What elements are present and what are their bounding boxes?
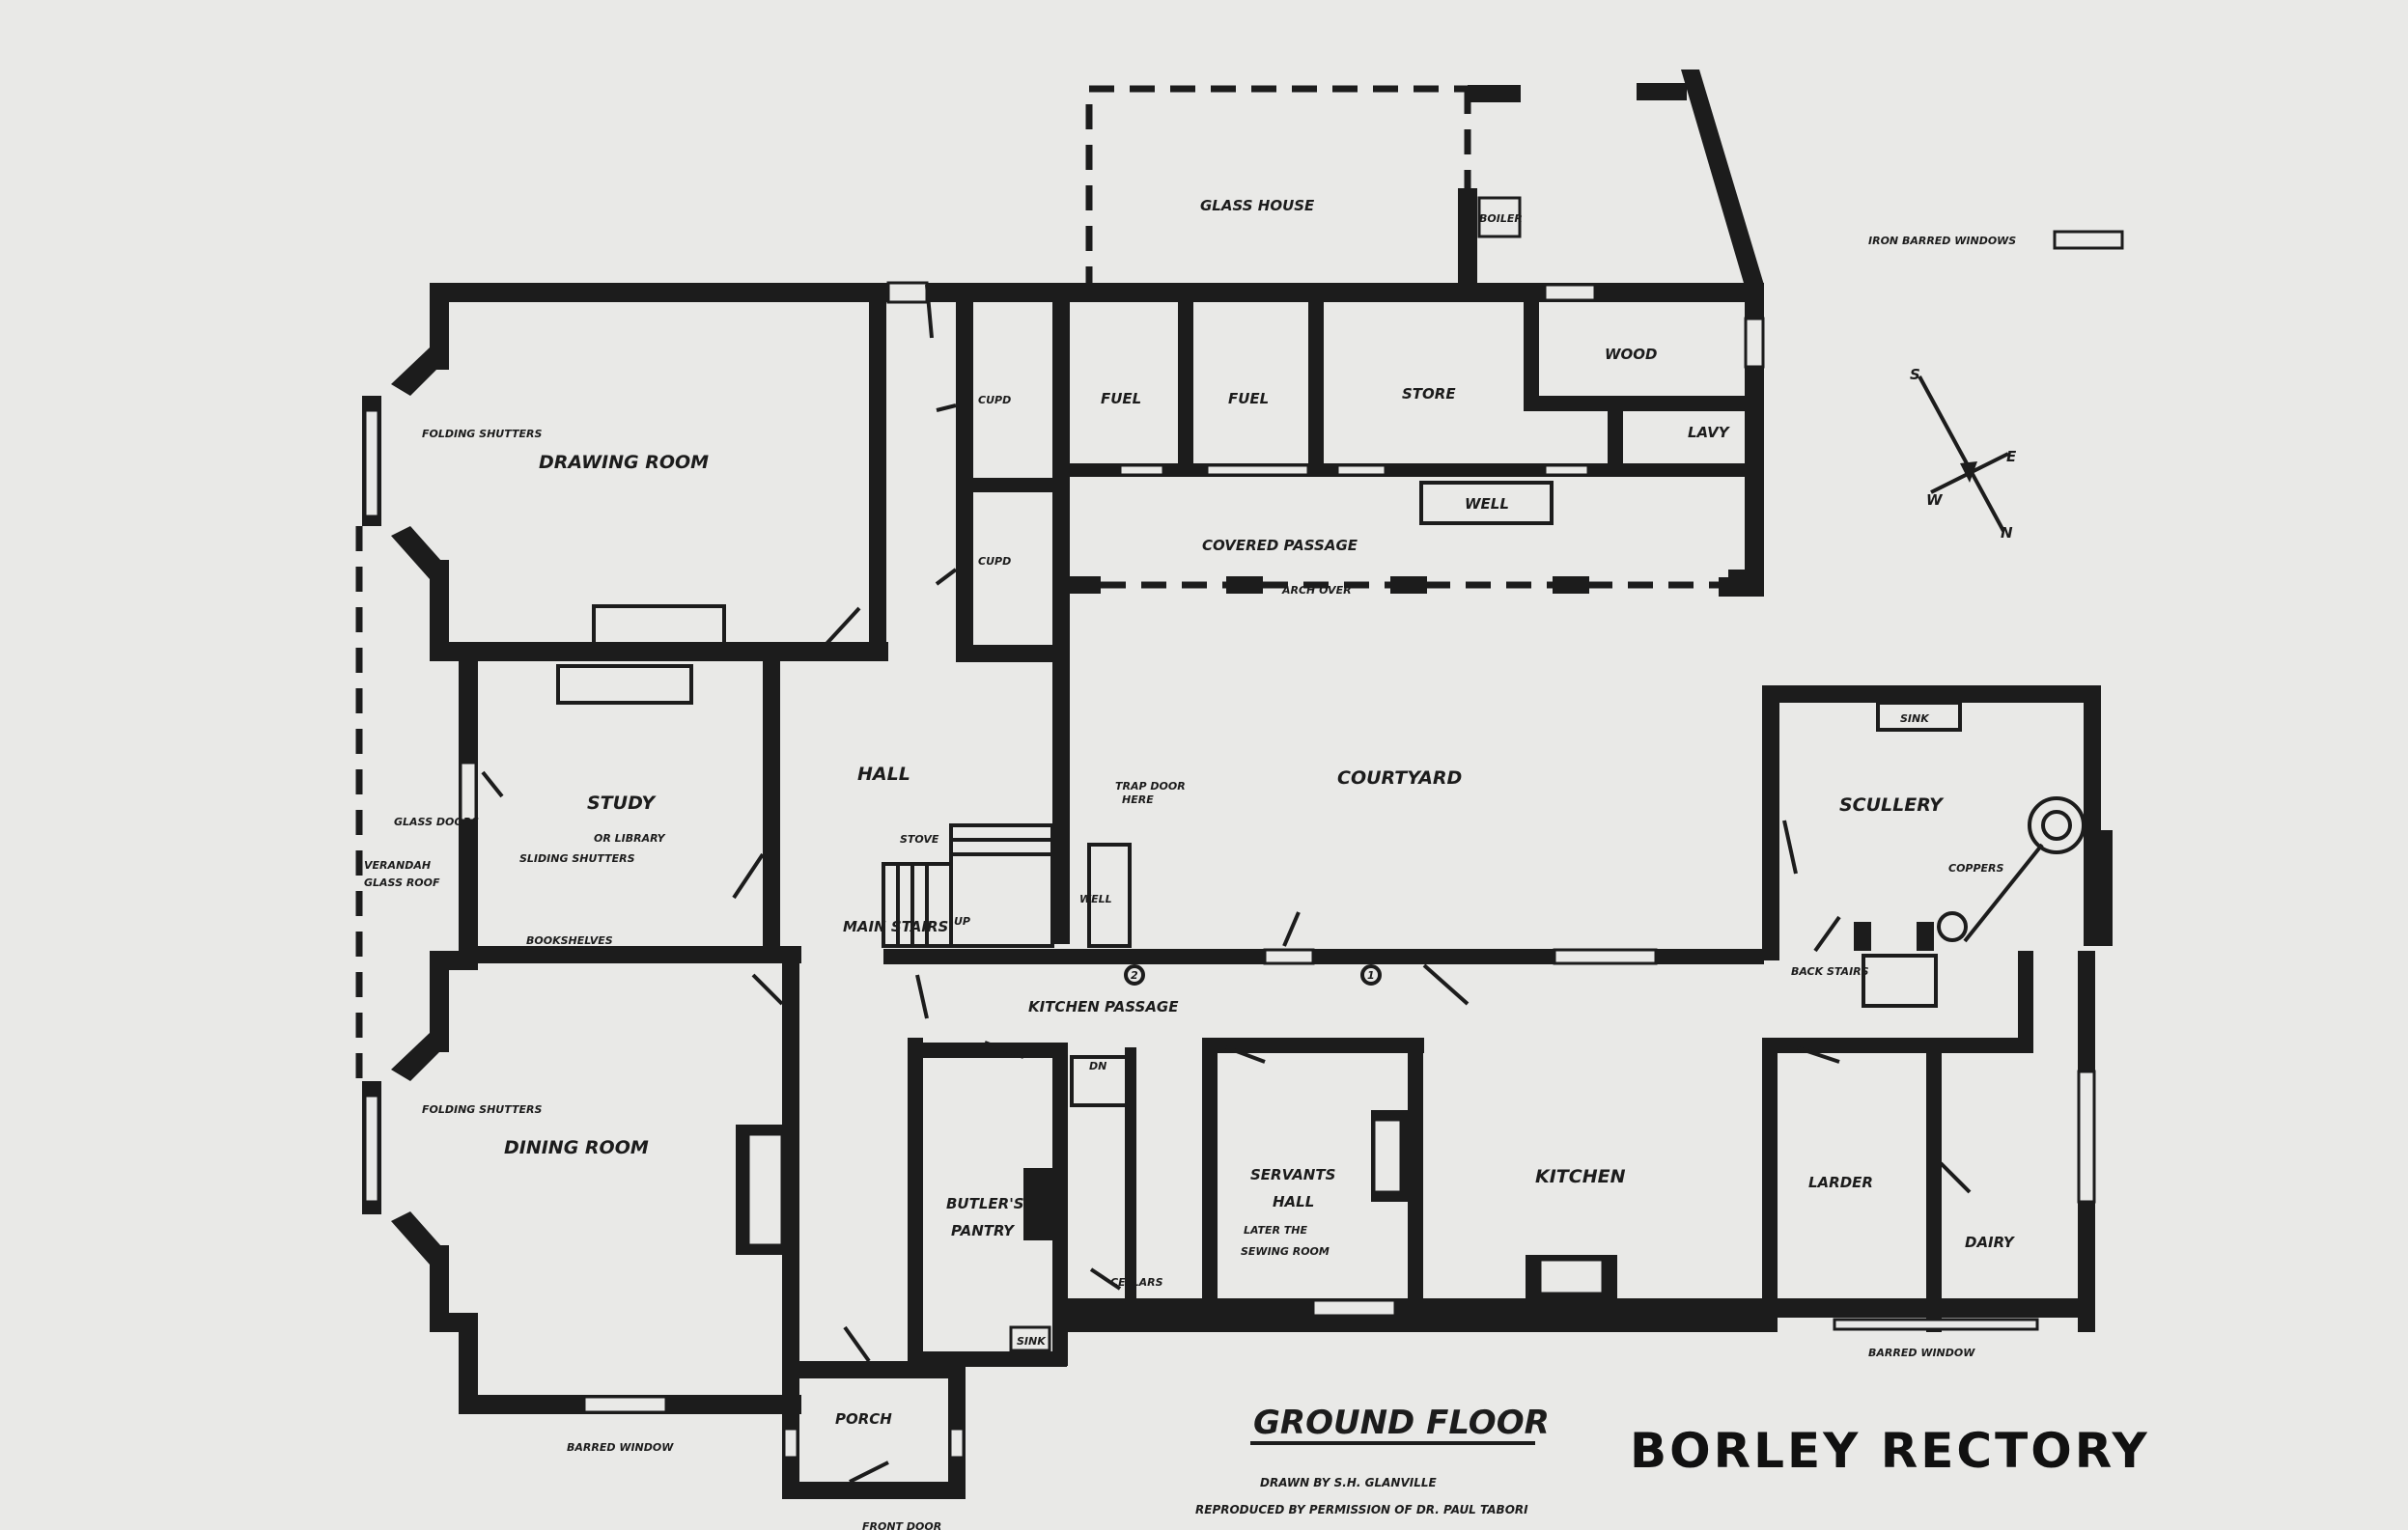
legend: IRON BARRED WINDOWS bbox=[1868, 230, 2124, 250]
label-study: STUDY bbox=[587, 793, 657, 814]
label-cellars: CELLARS bbox=[1110, 1276, 1163, 1289]
credit-drawn-by: DRAWN BY S.H. GLANVILLE bbox=[1260, 1476, 1437, 1489]
label-kitchen-passage: KITCHEN PASSAGE bbox=[1028, 998, 1179, 1015]
title-block: GROUND FLOOR BORLEY RECTORY DRAWN BY S.H… bbox=[1195, 1404, 2150, 1516]
label-boiler: BOILER bbox=[1479, 212, 1523, 225]
outer-walls bbox=[355, 281, 2113, 1499]
label-barred-window-1: BARRED WINDOW bbox=[1868, 1347, 1975, 1359]
label-coppers: COPPERS bbox=[1948, 862, 2004, 875]
label-glass-doors: GLASS DOORS bbox=[394, 816, 479, 828]
room-labels: GLASS HOUSE BOILER DRAWING ROOM FOLDING … bbox=[364, 197, 2016, 1530]
glass-house bbox=[1085, 70, 1764, 292]
label-wood: WOOD bbox=[1605, 346, 1658, 363]
label-cupd-1: CUPD bbox=[978, 394, 1011, 406]
label-barred-window-2: BARRED WINDOW bbox=[567, 1441, 674, 1454]
label-hall: HALL bbox=[857, 764, 910, 785]
compass-n: N bbox=[2001, 524, 2013, 542]
label-sliding-shutters: SLIDING SHUTTERS bbox=[519, 852, 635, 865]
label-folding-shutters-2: FOLDING SHUTTERS bbox=[422, 1103, 542, 1116]
label-servants-hall-3: LATER THE bbox=[1244, 1224, 1307, 1237]
compass: S E W N bbox=[1910, 366, 2017, 542]
label-sink-scullery: SINK bbox=[1900, 712, 1930, 725]
label-main-stairs: MAIN STAIRS bbox=[843, 918, 948, 935]
label-porch: PORCH bbox=[835, 1410, 892, 1428]
label-fuel-1: FUEL bbox=[1101, 390, 1141, 407]
label-courtyard: COURTYARD bbox=[1337, 767, 1462, 789]
label-larder: LARDER bbox=[1808, 1174, 1873, 1191]
compass-w: W bbox=[1926, 491, 1944, 509]
label-store: STORE bbox=[1402, 385, 1456, 403]
legend-label: IRON BARRED WINDOWS bbox=[1868, 235, 2016, 247]
label-servants-hall-4: SEWING ROOM bbox=[1241, 1245, 1330, 1258]
label-butlers-pantry-1: BUTLER'S bbox=[946, 1195, 1024, 1212]
label-bookshelves: BOOKSHELVES bbox=[526, 934, 613, 947]
label-folding-shutters-1: FOLDING SHUTTERS bbox=[422, 428, 542, 440]
label-up: UP bbox=[954, 915, 970, 928]
label-drawing-room: DRAWING ROOM bbox=[539, 452, 709, 473]
label-arch-over: ARCH OVER bbox=[1281, 584, 1352, 597]
label-fuel-2: FUEL bbox=[1228, 390, 1269, 407]
marker-1: 1 bbox=[1367, 969, 1375, 982]
label-dining-room: DINING ROOM bbox=[504, 1137, 649, 1158]
label-butlers-pantry-2: PANTRY bbox=[951, 1222, 1016, 1239]
plan-title: BORLEY RECTORY bbox=[1630, 1423, 2150, 1479]
label-servants-hall-1: SERVANTS bbox=[1250, 1166, 1335, 1183]
label-cellar-down: DN bbox=[1089, 1060, 1106, 1072]
label-dairy: DAIRY bbox=[1965, 1234, 2016, 1251]
compass-s: S bbox=[1910, 366, 1920, 383]
label-lavy: LAVY bbox=[1688, 424, 1731, 441]
label-back-stairs: BACK STAIRS bbox=[1791, 965, 1869, 978]
plan-subtitle: GROUND FLOOR bbox=[1253, 1404, 1550, 1442]
door-swings bbox=[481, 284, 1972, 1484]
label-front-door: FRONT DOOR bbox=[862, 1520, 941, 1530]
label-stove: STOVE bbox=[900, 833, 939, 846]
label-glass-house: GLASS HOUSE bbox=[1200, 197, 1315, 214]
label-sink-pantry: SINK bbox=[1017, 1335, 1047, 1348]
label-here: HERE bbox=[1122, 793, 1154, 806]
main-stairs-treads bbox=[896, 838, 1052, 946]
compass-e: E bbox=[2006, 448, 2017, 465]
label-servants-hall-2: HALL bbox=[1273, 1193, 1314, 1210]
label-verandah: VERANDAH bbox=[364, 859, 431, 872]
label-glass-roof: GLASS ROOF bbox=[364, 876, 440, 889]
label-scullery: SCULLERY bbox=[1839, 794, 1945, 816]
marker-2: 2 bbox=[1131, 969, 1138, 982]
label-cupd-2: CUPD bbox=[978, 555, 1011, 568]
label-covered-passage: COVERED PASSAGE bbox=[1202, 537, 1358, 554]
label-or-library: OR LIBRARY bbox=[594, 832, 666, 845]
label-well-top: WELL bbox=[1465, 495, 1509, 513]
label-well-court: WELL bbox=[1079, 893, 1112, 905]
credit-reproduced: REPRODUCED BY PERMISSION OF DR. PAUL TAB… bbox=[1195, 1503, 1528, 1516]
label-kitchen: KITCHEN bbox=[1535, 1166, 1626, 1187]
label-trap-door: TRAP DOOR bbox=[1115, 780, 1186, 793]
